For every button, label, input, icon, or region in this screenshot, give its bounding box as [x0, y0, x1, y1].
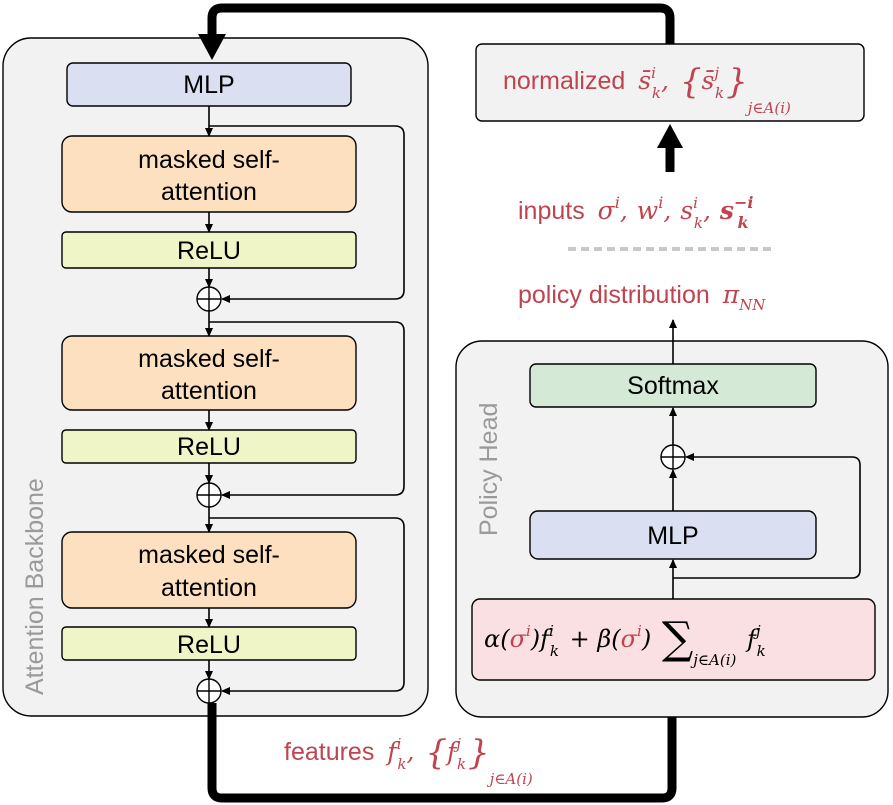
attention-label-line2: attention: [161, 574, 257, 602]
masked-self-attention-block-1: [61, 135, 357, 213]
residual-skip-3: [209, 517, 405, 695]
attention-label-line1: masked self-: [138, 146, 280, 174]
backbone-mlp-label: MLP: [183, 71, 234, 99]
residual-skip-2: [209, 321, 405, 499]
softmax-label: Softmax: [627, 372, 719, 400]
attention-label-line1: masked self-: [138, 541, 280, 569]
residual-skip-1: [209, 125, 405, 303]
policy-residual-skip: [673, 453, 861, 579]
policy-mlp-label: MLP: [647, 522, 698, 550]
feedback-arrowhead: [198, 34, 226, 60]
sum-node-1: [196, 286, 222, 312]
attention-backbone-label: Attention Backbone: [21, 478, 49, 695]
attention-label-line2: attention: [161, 178, 257, 206]
features-flow-arrow: [207, 702, 677, 803]
relu-label: ReLU: [177, 237, 241, 265]
policy-head-label: Policy Head: [475, 403, 503, 536]
policy-sum-node: [660, 444, 686, 470]
output-arrowhead: [657, 124, 683, 148]
relu-block-1: [61, 231, 357, 269]
sum-node-2: [196, 482, 222, 508]
attention-label-line1: masked self-: [138, 345, 280, 373]
normalized-output-box: [475, 43, 865, 122]
relu-label: ReLU: [177, 631, 241, 659]
masked-self-attention-block-3: [61, 531, 357, 609]
policy-distribution-label: policy distribution πNN: [518, 280, 766, 314]
policy-distribution-text: policy distribution: [518, 281, 710, 309]
feedback-arrow-top: [207, 3, 675, 64]
inputs-text: inputs: [518, 197, 585, 225]
normalized-text: normalized: [503, 67, 625, 95]
relu-block-2: [61, 429, 357, 464]
relu-block-3: [61, 626, 357, 661]
masked-self-attention-block-2: [61, 335, 357, 411]
sum-node-3: [196, 678, 222, 704]
relu-label: ReLU: [177, 433, 241, 461]
features-text: features: [284, 738, 374, 766]
attention-label-line2: attention: [161, 377, 257, 405]
